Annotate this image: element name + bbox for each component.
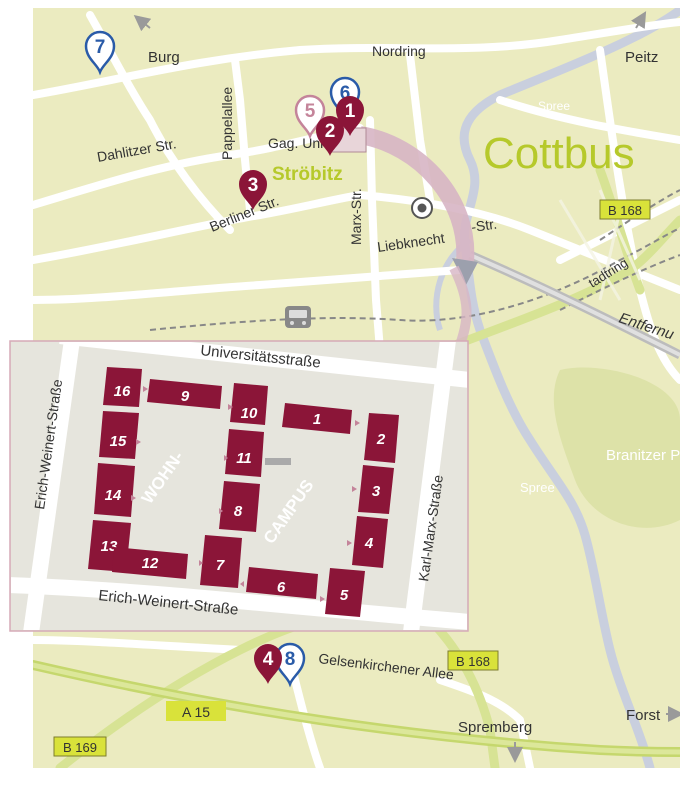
svg-text:2: 2	[325, 121, 336, 142]
svg-text:16: 16	[114, 383, 131, 400]
building-9[interactable]: 9	[147, 379, 222, 409]
building-2[interactable]: 2	[364, 413, 399, 463]
park-area	[553, 367, 680, 528]
svg-text:A 15: A 15	[182, 704, 210, 720]
svg-text:15: 15	[110, 433, 127, 450]
svg-text:14: 14	[105, 487, 122, 504]
building-4[interactable]: 4	[352, 516, 388, 568]
marker-8[interactable]: 8	[274, 642, 306, 688]
road-liebknecht-suffix: -Str.	[470, 216, 498, 235]
river-label-1: Spree	[538, 99, 570, 113]
marker-3[interactable]: 3	[239, 170, 267, 210]
building-7[interactable]: 7	[200, 535, 242, 588]
burg-arrow	[133, 15, 152, 32]
building-12[interactable]: 12	[112, 547, 188, 579]
building-16[interactable]: 16	[103, 367, 142, 407]
road-gag-univ: Gag. Univ	[268, 135, 330, 151]
place-peitz: Peitz	[625, 49, 658, 66]
svg-text:7: 7	[95, 37, 106, 58]
svg-text:7: 7	[216, 557, 225, 574]
inset-streets	[11, 342, 467, 630]
svg-text:3: 3	[248, 175, 259, 196]
marker-7[interactable]: 7	[84, 30, 116, 76]
svg-text:5: 5	[340, 587, 349, 604]
svg-text:8: 8	[234, 503, 243, 520]
zoom-arrow-upper	[358, 126, 475, 263]
building-10[interactable]: 10	[230, 383, 268, 425]
svg-text:6: 6	[277, 579, 286, 596]
river-label-2: Spree	[520, 480, 555, 495]
center-symbol	[411, 197, 433, 219]
svg-text:2: 2	[376, 431, 386, 448]
place-senftenberg: Senftenberg	[80, 772, 162, 789]
svg-text:1: 1	[345, 101, 356, 122]
road-marx: Marx-Str.	[348, 188, 364, 245]
building-11[interactable]: 11	[225, 429, 264, 477]
shield-b168-south: B 168	[447, 650, 499, 671]
spree-river	[459, 8, 680, 768]
svg-text:B 168: B 168	[608, 203, 642, 218]
marker-4[interactable]: 4	[254, 644, 282, 684]
building-6[interactable]: 6	[246, 567, 318, 599]
place-burg: Burg	[148, 49, 180, 66]
svg-text:6: 6	[340, 83, 351, 104]
place-spremberg: Spremberg	[458, 719, 532, 736]
svg-text:3: 3	[372, 483, 381, 500]
shield-a15: A 15	[166, 701, 226, 721]
bus-icon	[285, 306, 311, 328]
map-markers: 7 6 5 2 1 3 8 4	[84, 30, 364, 688]
campus-inset: Universitätsstraße Erich-Weinert-Straße …	[9, 340, 469, 632]
park-label: Branitzer Park	[606, 447, 680, 464]
building-14[interactable]: 14	[94, 463, 135, 517]
grey-road-center	[469, 253, 680, 357]
svg-text:8: 8	[285, 649, 296, 670]
road-pappelallee: Pappelallee	[219, 87, 235, 160]
svg-text:B 169: B 169	[63, 740, 97, 755]
svg-text:13: 13	[101, 538, 118, 555]
shield-b168-north: B 168	[599, 199, 651, 220]
svg-text:12: 12	[142, 555, 159, 572]
city-label: Cottbus	[483, 129, 635, 178]
svg-text:9: 9	[181, 388, 190, 405]
a15-motorway-center	[33, 662, 680, 755]
svg-text:10: 10	[241, 405, 258, 422]
building-5[interactable]: 5	[325, 568, 365, 617]
peitz-arrow	[631, 11, 647, 29]
building-3[interactable]: 3	[358, 465, 394, 514]
campus-center-marker	[265, 458, 291, 465]
marker-2[interactable]: 2	[316, 116, 344, 156]
svg-text:1: 1	[313, 411, 321, 428]
svg-text:11: 11	[236, 450, 252, 467]
building-8[interactable]: 8	[219, 481, 260, 532]
campus-buildings: 16 9 10 1 2 15 11 3 14 8 4 13 12 7 6 5	[88, 367, 399, 617]
senftenberg-arrow	[55, 775, 75, 778]
road-nordring: Nordring	[372, 43, 426, 59]
building-15[interactable]: 15	[99, 411, 139, 459]
building-entrances	[131, 386, 360, 602]
svg-text:5: 5	[305, 101, 316, 122]
svg-text:B 168: B 168	[456, 654, 490, 669]
zoom-arrow-head	[452, 258, 478, 285]
svg-text:4: 4	[364, 535, 374, 552]
marker-1[interactable]: 1	[336, 96, 364, 136]
building-1[interactable]: 1	[282, 403, 352, 434]
shield-b169: B 169	[53, 736, 107, 757]
place-forst: Forst	[626, 707, 661, 724]
svg-text:4: 4	[263, 649, 274, 670]
district-label: Ströbitz	[272, 164, 343, 185]
